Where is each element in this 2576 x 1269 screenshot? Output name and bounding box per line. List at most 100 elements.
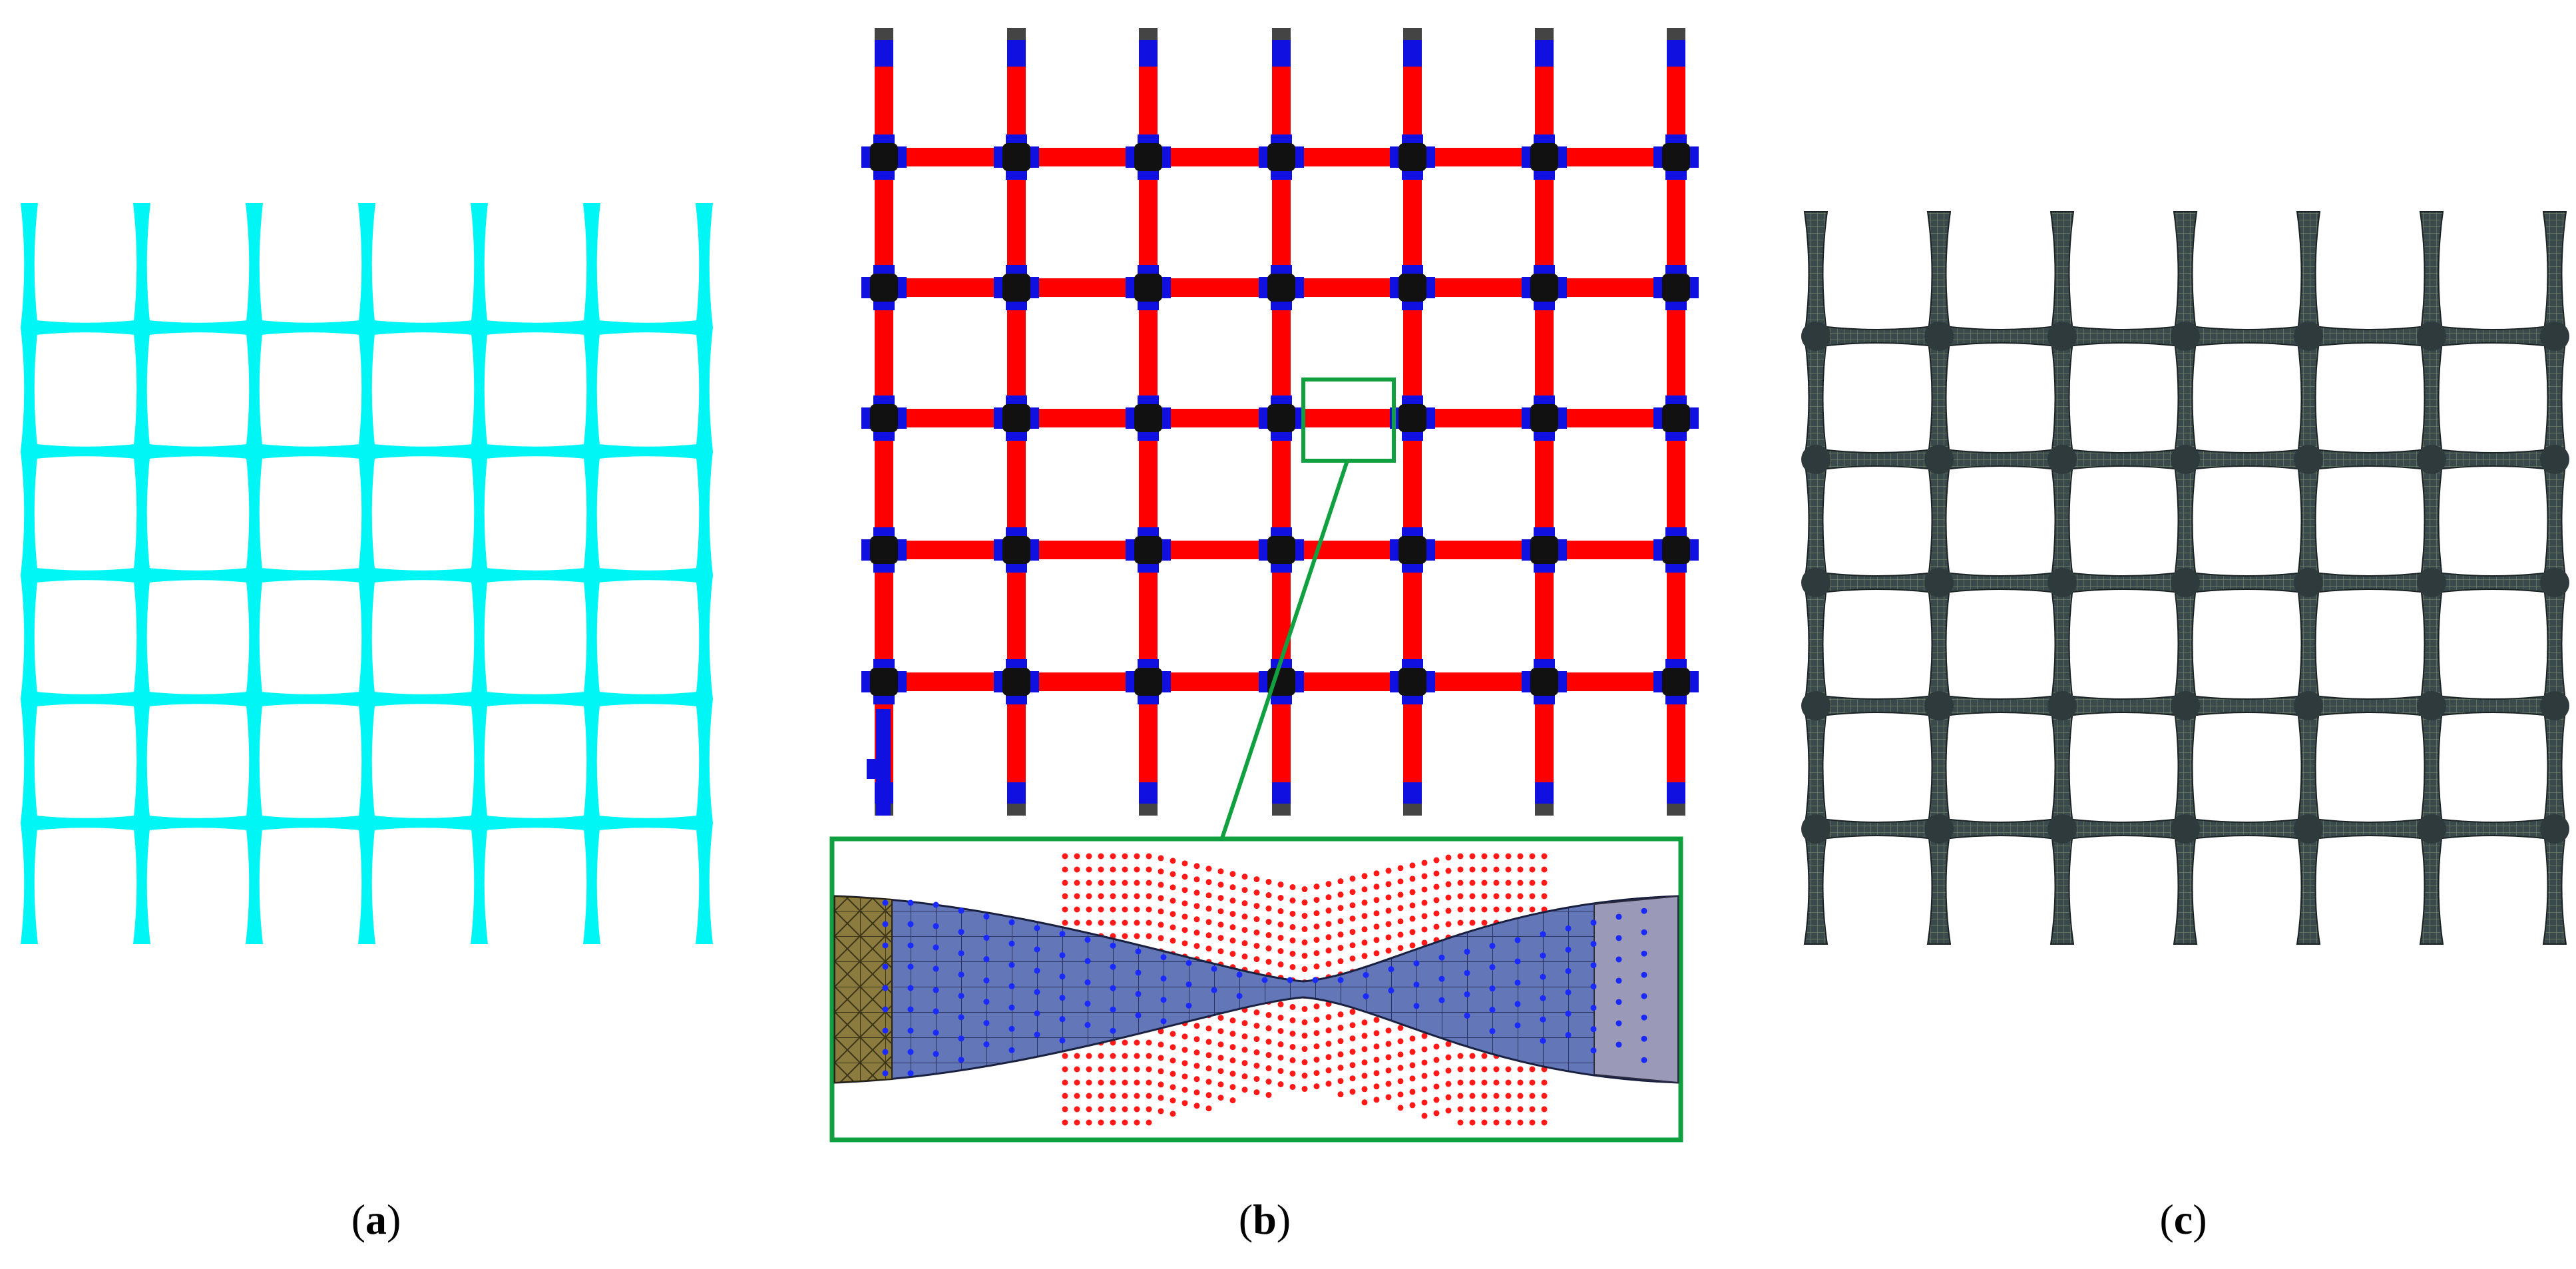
blue-node bbox=[1185, 959, 1192, 966]
lattice-strut bbox=[254, 691, 367, 707]
red-node bbox=[1158, 1068, 1164, 1075]
red-node bbox=[1529, 1093, 1536, 1099]
lattice-strut bbox=[358, 575, 375, 699]
red-node bbox=[1433, 897, 1440, 903]
red-node bbox=[1301, 953, 1308, 959]
red-node bbox=[1289, 1017, 1296, 1023]
mesh-node bbox=[1801, 814, 1830, 844]
red-node bbox=[1134, 1119, 1140, 1126]
red-node bbox=[1110, 893, 1116, 899]
red-node bbox=[1086, 1119, 1092, 1126]
red-node bbox=[1158, 908, 1164, 915]
lattice-node bbox=[1530, 536, 1558, 564]
red-node bbox=[1146, 1093, 1152, 1099]
red-node bbox=[1529, 1079, 1536, 1086]
red-node bbox=[1361, 899, 1368, 906]
mesh-strut bbox=[2308, 447, 2432, 471]
red-node bbox=[1146, 1119, 1152, 1126]
red-node bbox=[1062, 880, 1068, 886]
red-node bbox=[1481, 1079, 1488, 1086]
red-node bbox=[1158, 855, 1164, 862]
lattice-strut bbox=[142, 815, 254, 831]
blue-node bbox=[1565, 967, 1572, 974]
mesh-strut bbox=[1803, 705, 1828, 830]
red-node bbox=[1361, 1033, 1368, 1039]
red-node bbox=[1373, 1097, 1380, 1103]
blue-node bbox=[1514, 979, 1521, 986]
mesh-strut bbox=[2431, 694, 2555, 718]
red-node bbox=[1253, 1023, 1260, 1029]
mesh-strut bbox=[2419, 459, 2444, 583]
red-node bbox=[1181, 940, 1188, 947]
red-node bbox=[1217, 895, 1224, 901]
mesh-strut bbox=[2296, 336, 2321, 460]
blue-node bbox=[958, 929, 965, 935]
red-node bbox=[1229, 1097, 1236, 1104]
red-node bbox=[1265, 959, 1272, 965]
red-node bbox=[1277, 961, 1284, 968]
mesh-node bbox=[2171, 445, 2200, 474]
red-node bbox=[1229, 951, 1236, 957]
lattice-node bbox=[1398, 274, 1426, 302]
red-node bbox=[1146, 906, 1152, 913]
red-node bbox=[1074, 866, 1080, 873]
red-node bbox=[1086, 853, 1092, 860]
red-node bbox=[1337, 1051, 1344, 1058]
red-node bbox=[1205, 1025, 1212, 1032]
red-node bbox=[1541, 866, 1548, 873]
lattice-node bbox=[1662, 536, 1690, 564]
mesh-node bbox=[2417, 568, 2446, 597]
blue-node bbox=[1135, 1012, 1142, 1019]
lattice-strut bbox=[479, 815, 592, 831]
mesh-node bbox=[2171, 322, 2200, 351]
red-node bbox=[1122, 880, 1128, 886]
red-node bbox=[1397, 1078, 1404, 1085]
red-node bbox=[1205, 866, 1212, 872]
red-node bbox=[1146, 1106, 1152, 1113]
red-node bbox=[1301, 1019, 1308, 1026]
red-node bbox=[1421, 899, 1428, 906]
blue-node bbox=[1540, 952, 1546, 959]
red-node bbox=[1158, 1108, 1164, 1115]
red-node bbox=[1385, 947, 1392, 954]
red-node bbox=[1170, 897, 1176, 904]
beam-transition bbox=[1403, 782, 1422, 804]
lattice-node bbox=[870, 668, 898, 696]
red-node bbox=[1445, 894, 1452, 901]
lattice-node bbox=[1662, 143, 1690, 171]
blue-node bbox=[1514, 1022, 1521, 1029]
blue-node bbox=[1489, 1028, 1496, 1035]
lattice-node bbox=[1267, 404, 1295, 432]
red-node bbox=[1433, 1110, 1440, 1117]
red-node bbox=[1062, 1079, 1068, 1086]
mesh-strut bbox=[2185, 694, 2309, 718]
blue-node bbox=[1388, 966, 1395, 973]
panel-c-mesh-lattice bbox=[1801, 211, 2569, 945]
lattice-strut bbox=[246, 823, 263, 944]
red-node bbox=[1409, 1035, 1416, 1042]
lattice-node bbox=[1662, 404, 1690, 432]
red-node bbox=[1301, 1046, 1308, 1053]
lattice-strut bbox=[479, 320, 592, 336]
red-node bbox=[1241, 1060, 1248, 1067]
red-node bbox=[1217, 882, 1224, 888]
red-node bbox=[1289, 1057, 1296, 1063]
red-node bbox=[1541, 1093, 1548, 1099]
red-node bbox=[1373, 1057, 1380, 1063]
red-node bbox=[1122, 1039, 1128, 1046]
mesh-strut bbox=[1815, 817, 1940, 841]
red-node bbox=[1181, 1087, 1188, 1093]
lattice-strut bbox=[358, 699, 375, 823]
red-node bbox=[1086, 1093, 1092, 1099]
red-node bbox=[1193, 889, 1200, 896]
mesh-strut bbox=[2308, 694, 2432, 718]
red-node bbox=[1337, 918, 1344, 925]
blue-node bbox=[1084, 1000, 1091, 1007]
lattice-node bbox=[1530, 143, 1558, 171]
blue-node bbox=[1363, 993, 1369, 999]
red-node bbox=[1277, 935, 1284, 941]
mesh-strut bbox=[2419, 582, 2444, 706]
red-node bbox=[1301, 1006, 1308, 1013]
lattice-strut bbox=[471, 823, 488, 944]
blue-node bbox=[983, 935, 990, 941]
